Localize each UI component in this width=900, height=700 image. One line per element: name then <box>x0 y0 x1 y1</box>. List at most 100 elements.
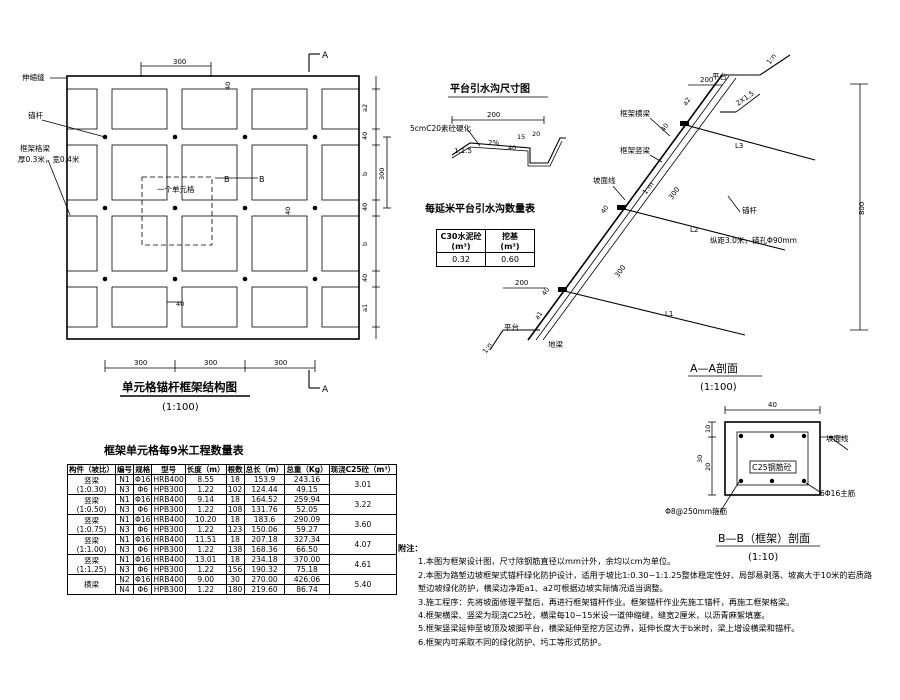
profile-slope-line: 坡面线 <box>593 175 616 185</box>
qty-cell: 1.22 <box>184 524 227 535</box>
qty-cell: 9.14 <box>184 494 227 505</box>
qty-header: 总长（m） <box>243 464 286 475</box>
qty-cell: Φ16 <box>132 494 153 505</box>
qty-cell: N3 <box>115 504 134 515</box>
ditch-slope-15: 1:1.5 <box>454 147 472 155</box>
profile-ground-beam: 地梁 <box>548 339 563 349</box>
ditch-slope-2: 2% <box>488 139 499 147</box>
qty-cell: Φ16 <box>132 554 153 565</box>
qty-cell: 234.18 <box>243 554 286 565</box>
qty-cell: HPB300 <box>151 544 186 555</box>
ditch-dim-15: 15 <box>517 133 525 141</box>
qty-cell: 370.00 <box>284 554 330 565</box>
frame-plan-title: 单元格锚杆框架结构图 <box>122 380 237 394</box>
qty-cell: 190.32 <box>243 564 286 575</box>
qty-member: 竖梁(1:0.75) <box>67 514 116 535</box>
frame-cells <box>66 88 360 328</box>
qty-volume: 3.01 <box>328 474 398 495</box>
qty-cell: 164.52 <box>243 494 286 505</box>
qty-header: 型号 <box>151 464 186 475</box>
ditch-mortar-label: 5cmC20素砼硬化 <box>410 123 471 133</box>
notes-heading: 附注： <box>398 543 423 553</box>
qty-volume: 3.22 <box>328 494 398 515</box>
ditch-col2: 挖基(m³) <box>485 229 535 253</box>
section-aa-dim-30: 30 <box>696 455 704 463</box>
ditch-dim-20: 20 <box>532 130 540 138</box>
qty-cell: 168.36 <box>243 544 286 555</box>
qty-cell: 108 <box>225 504 245 515</box>
section-aa-scale: (1:100) <box>700 382 737 393</box>
note-item: 2.本图为路堑边坡框架式锚杆绿化防护设计，适用于坡比1:0.30~1:1.25整… <box>418 569 873 580</box>
qty-cell: Φ6 <box>132 584 153 595</box>
dim-b-1: b <box>361 172 369 176</box>
section-bb-title: B—B（框架）剖面 <box>718 531 810 545</box>
profile-platform-bottom: 平台 <box>504 322 519 332</box>
qty-cell: 1.22 <box>184 584 227 595</box>
ditch-val2: 0.60 <box>485 252 535 267</box>
section-aa-slope: 坡面线 <box>826 433 849 443</box>
qty-cell: 18 <box>225 514 245 525</box>
qty-cell: N3 <box>115 544 134 555</box>
label-anchor: 锚杆 <box>28 110 43 120</box>
ditch-title: 平台引水沟尺寸图 <box>450 82 530 95</box>
qty-cell: 13.01 <box>184 554 227 565</box>
profile-slope-1n-bottom: 1:n <box>481 341 494 355</box>
qty-cell: Φ16 <box>132 514 153 525</box>
section-aa-beam <box>724 421 821 496</box>
qty-header: 根数 <box>225 464 245 475</box>
section-aa-stirrup: Φ8@250mm箍筋 <box>665 506 728 516</box>
qty-header: 规格 <box>132 464 153 475</box>
qty-cell: HRB400 <box>151 474 186 485</box>
frame-plan: 一个单元格 B B A A 300 300 300 300 40 40 40 a… <box>18 51 391 413</box>
qty-cell: 1.22 <box>184 484 227 495</box>
qty-cell: N1 <box>115 494 134 505</box>
qty-cell: 327.34 <box>284 534 330 545</box>
qty-member: 竖梁(1:1.00) <box>67 534 116 555</box>
ditch-col1: C30水泥砼(m³) <box>436 229 486 253</box>
qty-cell: 52.05 <box>284 504 330 515</box>
qty-cell: 183.6 <box>243 514 286 525</box>
qty-cell: 180 <box>225 584 245 595</box>
slope-profile: L1 L2 L3 平台 平台 框架横梁 框架竖梁 坡面线 锚杆 纵距3.0米，锚… <box>481 52 868 355</box>
qty-cell: 207.18 <box>243 534 286 545</box>
note-item: 3.施工程序：先将坡面修理平整后，再进行框架锚杆作业。框架锚杆作业先施工锚杆，再… <box>418 596 795 607</box>
section-b-left: B <box>224 175 230 184</box>
profile-dim-40-3: 40 <box>540 286 551 297</box>
dim-300-right: 300 <box>378 168 386 180</box>
dim-300-top: 300 <box>173 58 186 66</box>
qty-cell: 243.16 <box>284 474 330 485</box>
qty-header: 构件（坡比） <box>67 464 116 475</box>
profile-dim-a1: a1 <box>533 310 544 321</box>
qty-cell: Φ16 <box>132 534 153 545</box>
section-aa-dim-20: 20 <box>704 463 712 471</box>
qty-cell: 86.74 <box>284 584 330 595</box>
qty-cell: 131.76 <box>243 504 286 515</box>
qty-cell: 259.94 <box>284 494 330 505</box>
section-aa-bars: 6Φ16主筋 <box>820 488 856 498</box>
note-item: 5.框架竖梁延伸至坡顶及坡脚平台，横梁延伸至挖方区边界，延伸长度大于b米时，梁上… <box>418 623 800 634</box>
ditch-quantity-table: C30水泥砼(m³) 挖基(m³) 0.32 0.60 <box>436 229 535 267</box>
qty-cell: HRB400 <box>151 494 186 505</box>
qty-cell: Φ6 <box>132 564 153 575</box>
qty-cell: 1.22 <box>184 564 227 575</box>
qty-table-title: 框架单元格每9米工程数量表 <box>104 443 245 457</box>
qty-cell: 18 <box>225 474 245 485</box>
note-item: 4.框架横梁、竖梁为现浇C25砼，横梁每10~15米设一道伸缩缝，缝宽2厘米，以… <box>418 610 770 621</box>
qty-cell: 138 <box>225 544 245 555</box>
qty-cell: 153.9 <box>243 474 286 485</box>
qty-cell: HRB400 <box>151 554 186 565</box>
dim-a2: a2 <box>361 104 369 112</box>
qty-header: 现浇C25砼（m³） <box>328 464 398 475</box>
qty-cell: 49.15 <box>284 484 330 495</box>
qty-cell: 290.09 <box>284 514 330 525</box>
profile-vert-beam: 框架竖梁 <box>620 145 650 155</box>
qty-cell: HPB300 <box>151 524 186 535</box>
label-beam-size: 厚0.3米，宽0.4米 <box>18 154 80 164</box>
qty-cell: HRB400 <box>151 534 186 545</box>
qty-cell: 18 <box>225 494 245 505</box>
